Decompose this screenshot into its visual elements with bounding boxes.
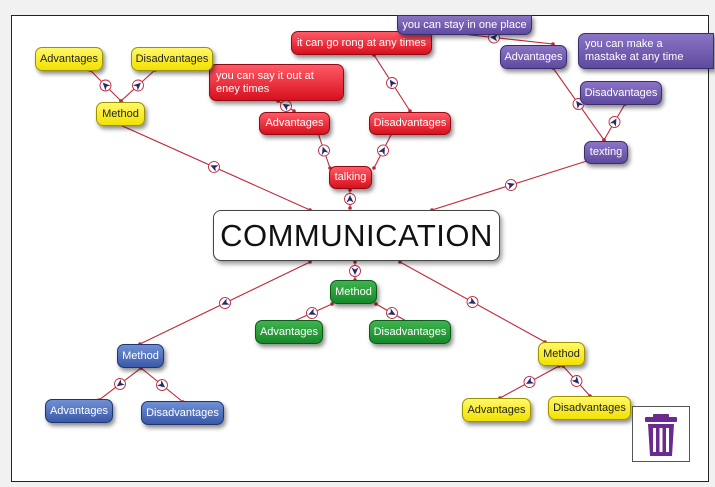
node-texting-disadvantages[interactable]: Disadvantages xyxy=(580,81,662,105)
node-method-bottom-right-advantages[interactable]: Advantages xyxy=(462,398,531,422)
note-texting-advantages[interactable]: you can stay in one place xyxy=(397,15,532,35)
note-texting-disadvantages[interactable]: you can make a mastake at any time xyxy=(578,33,714,69)
node-method-blue[interactable]: Method xyxy=(117,344,164,368)
note-talking-advantages[interactable]: you can say it out at eney times xyxy=(209,64,344,101)
node-talking-advantages[interactable]: Advantages xyxy=(259,112,330,135)
delete-button[interactable] xyxy=(632,406,690,462)
node-method-green[interactable]: Method xyxy=(330,280,377,304)
node-method-top-left-disadvantages[interactable]: Disadvantages xyxy=(131,47,213,71)
trash-icon xyxy=(645,414,677,456)
node-method-bottom-right-disadvantages[interactable]: Disadvantages xyxy=(548,396,631,420)
node-method-top-left[interactable]: Method xyxy=(96,102,145,126)
node-method-bottom-right[interactable]: Method xyxy=(538,342,585,366)
node-talking-disadvantages[interactable]: Disadvantages xyxy=(369,112,451,135)
note-talking-disadvantages[interactable]: it can go rong at any times xyxy=(291,31,432,55)
node-method-green-disadvantages[interactable]: Disadvantages xyxy=(369,320,451,344)
node-method-blue-advantages[interactable]: Advantages xyxy=(45,399,113,423)
node-method-top-left-advantages[interactable]: Advantages xyxy=(35,47,103,71)
node-method-green-advantages[interactable]: Advantages xyxy=(255,320,323,344)
node-texting[interactable]: texting xyxy=(584,141,628,164)
central-node[interactable]: COMMUNICATION xyxy=(213,210,500,261)
node-method-blue-disadvantages[interactable]: Disadvantages xyxy=(141,401,224,425)
node-talking[interactable]: talking xyxy=(329,166,372,189)
node-texting-advantages[interactable]: Advantages xyxy=(500,45,567,69)
